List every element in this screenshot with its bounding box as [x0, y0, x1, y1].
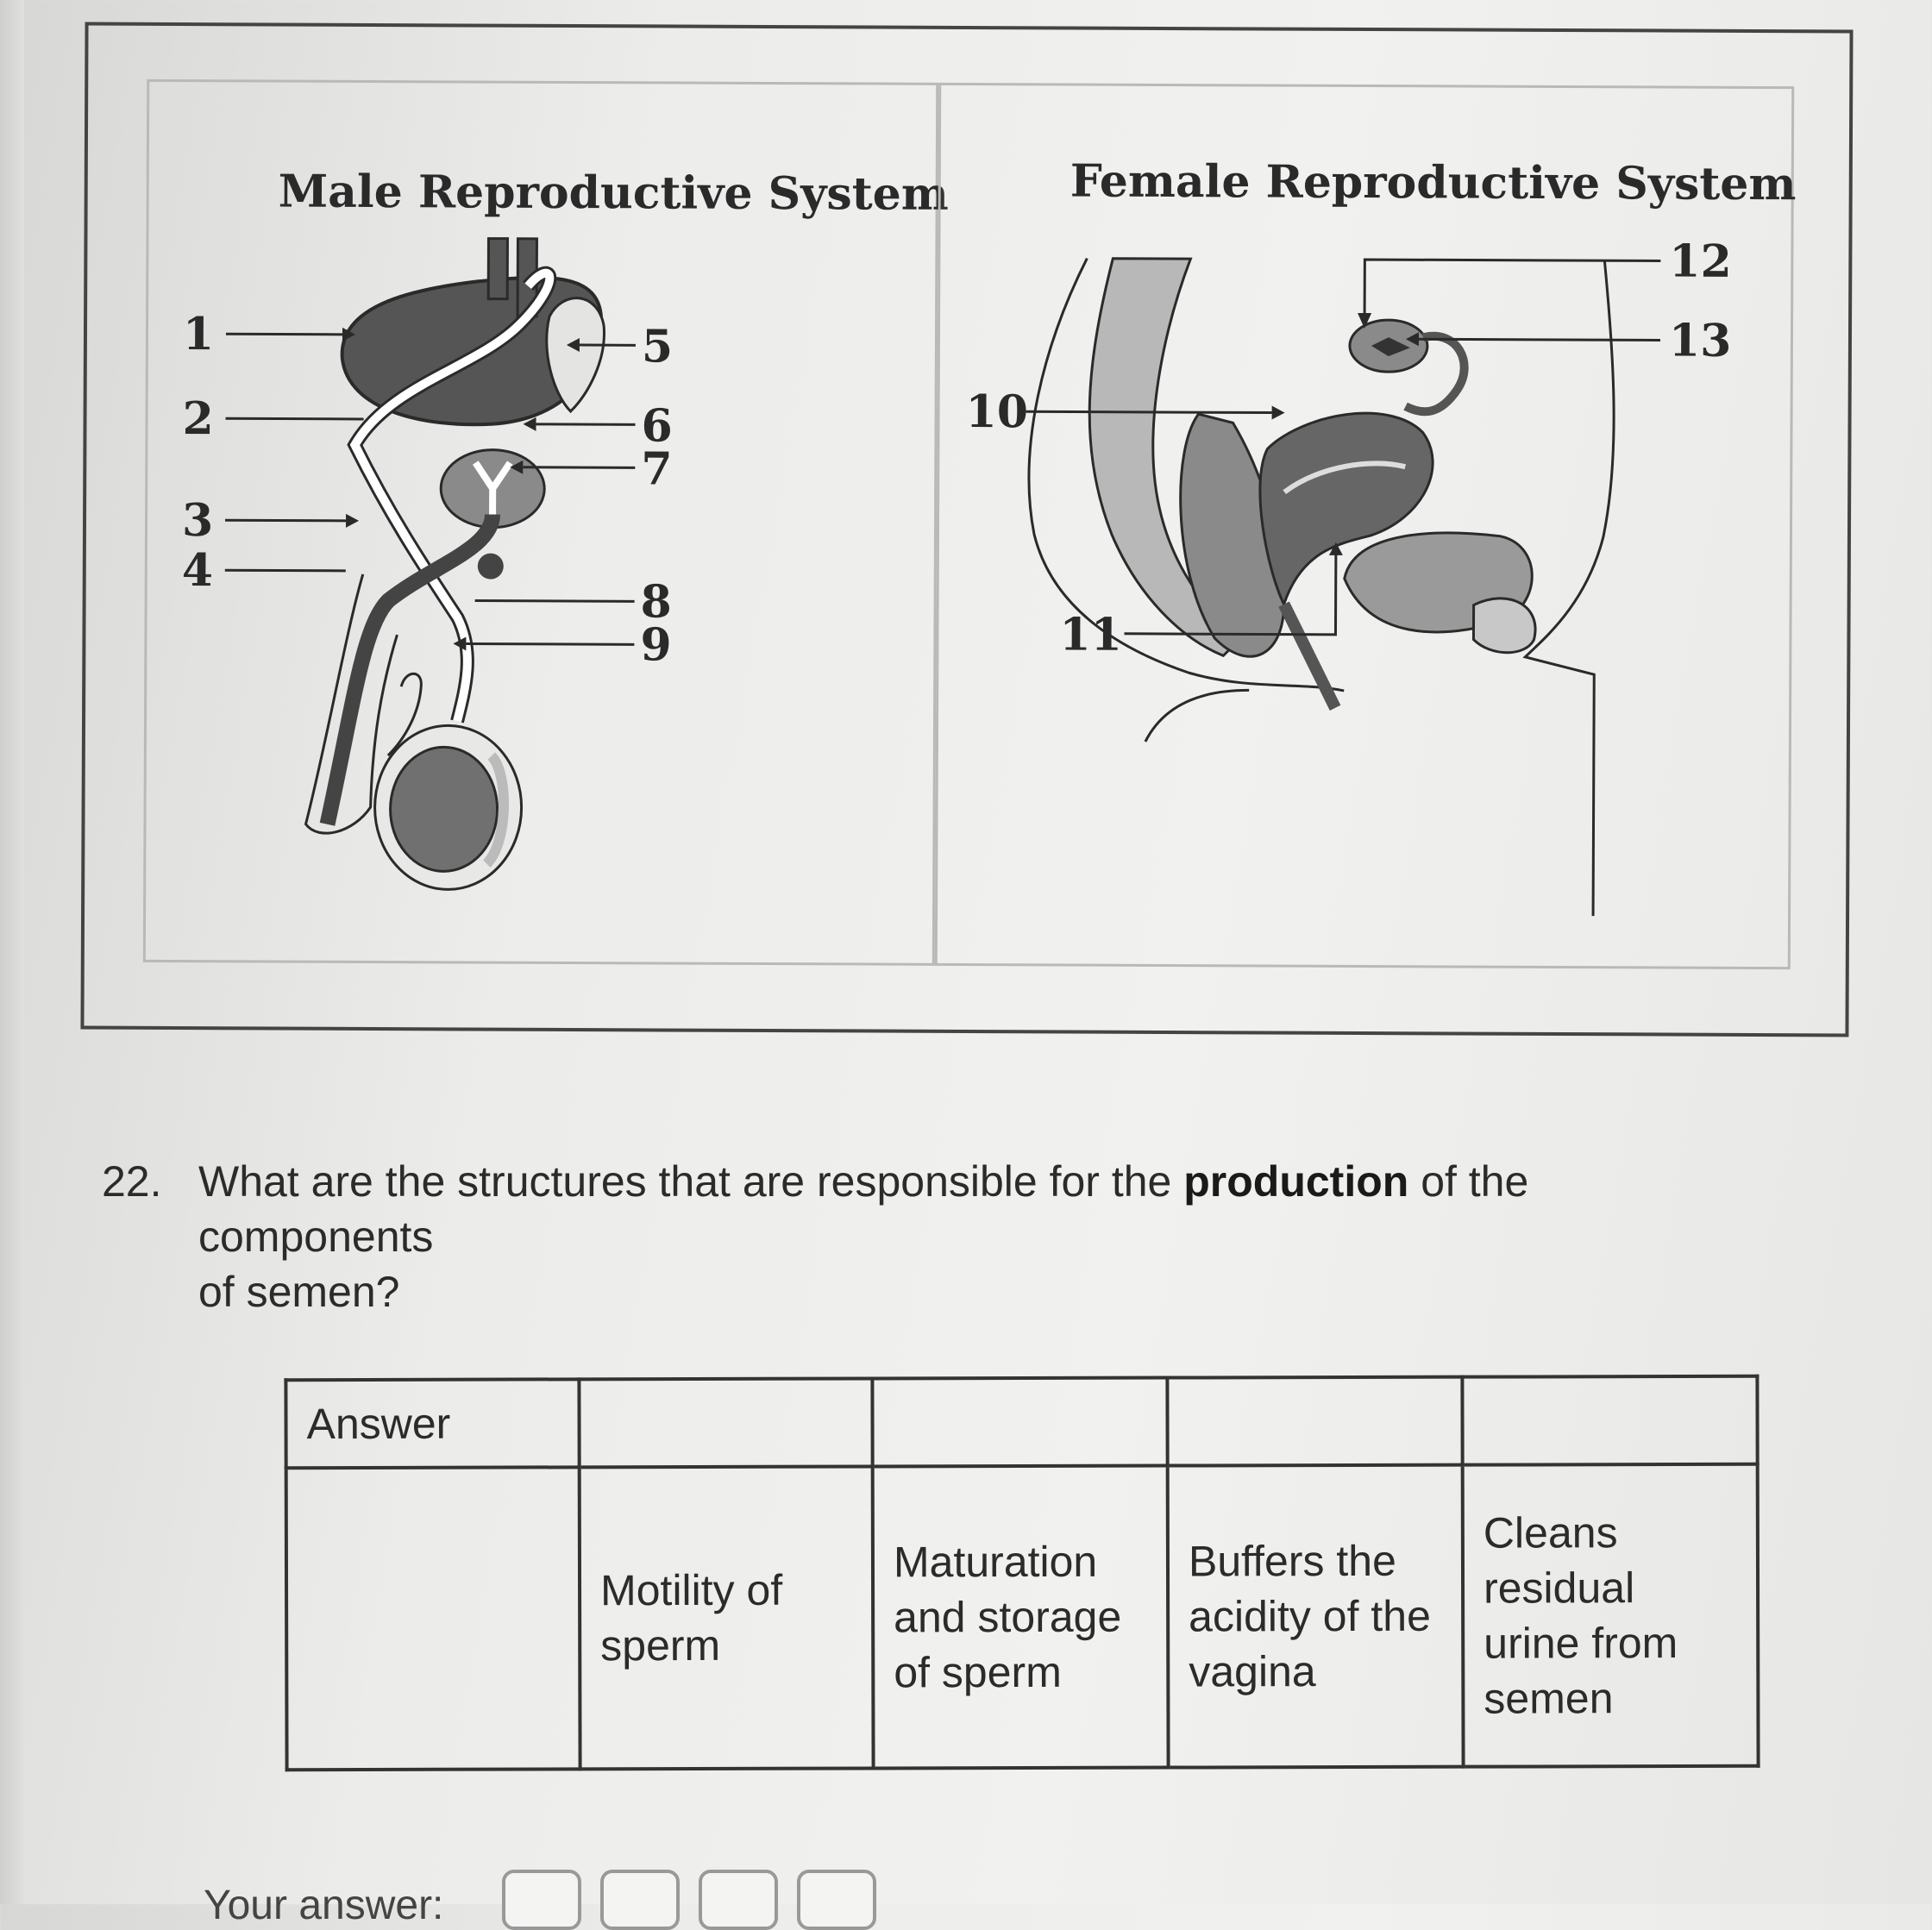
question-emphasis: production — [1183, 1157, 1408, 1206]
row-cell-motility: Motility of sperm — [580, 1466, 874, 1769]
question-text-start: What are the structures that are respons… — [198, 1157, 1183, 1206]
table-header-row: Answer — [285, 1376, 1757, 1468]
pubic-bone — [1473, 598, 1535, 653]
label-13: 13 — [1669, 315, 1732, 367]
answer-box-4[interactable] — [797, 1870, 876, 1930]
question-text-line2: components — [198, 1213, 433, 1261]
row-cell-cleans: Cleans residual urine from semen — [1463, 1464, 1759, 1767]
table-row: Motility of sperm Maturation and storage… — [286, 1464, 1759, 1770]
figure-box: Male Reproductive System — [80, 22, 1853, 1037]
pointer-9 — [466, 643, 634, 644]
label-3: 3 — [182, 494, 213, 547]
answer-box-2[interactable] — [600, 1870, 680, 1930]
paper-edge — [0, 0, 24, 1904]
label-9: 9 — [640, 618, 671, 671]
pointer-7 — [523, 467, 635, 468]
pointer-4 — [225, 570, 346, 571]
female-diagram: 10 11 12 13 — [938, 85, 1791, 967]
pointer-12 — [1364, 260, 1660, 316]
front-outline — [1524, 260, 1615, 916]
vagina-shape — [1283, 605, 1336, 708]
pointer-13 — [1419, 339, 1660, 340]
question-text-line3: of semen? — [198, 1268, 399, 1316]
answer-box-1[interactable] — [502, 1870, 581, 1930]
pointer-3 — [225, 520, 346, 521]
label-2: 2 — [182, 392, 213, 445]
row-cell-maturation: Maturation and storage of sperm — [873, 1466, 1169, 1769]
header-cell-3[interactable] — [872, 1378, 1167, 1467]
ureter-left — [488, 239, 507, 299]
pointer-1 — [226, 334, 342, 335]
pointer-6 — [536, 424, 636, 425]
row-cell-buffers: Buffers the acidity of the vagina — [1168, 1465, 1464, 1768]
pointer-8 — [475, 601, 635, 602]
label-10: 10 — [965, 385, 1028, 438]
header-cell-2[interactable] — [579, 1378, 872, 1467]
label-1: 1 — [183, 308, 214, 360]
header-cell-5[interactable] — [1462, 1376, 1757, 1465]
question-text-end: of the — [1408, 1157, 1528, 1206]
your-answer-label: Your answer: — [204, 1882, 443, 1929]
male-diagram: 1 2 3 4 5 6 7 8 9 — [146, 82, 936, 963]
buttock-outline — [1145, 690, 1249, 743]
answer-table: Answer Motility of sperm Maturation and … — [284, 1375, 1760, 1771]
pointer-2 — [226, 418, 364, 419]
header-cell-4[interactable] — [1167, 1377, 1462, 1466]
question-number: 22. — [102, 1154, 162, 1209]
label-12: 12 — [1669, 235, 1732, 288]
answer-box-3[interactable] — [699, 1870, 778, 1930]
bulbourethral-gland-shape — [478, 554, 504, 580]
label-4: 4 — [182, 544, 213, 597]
male-panel: Male Reproductive System — [143, 79, 938, 966]
label-5: 5 — [642, 320, 673, 373]
label-7: 7 — [641, 442, 672, 495]
question-text: What are the structures that are respons… — [198, 1154, 1734, 1319]
pointer-10 — [1026, 411, 1272, 412]
label-11: 11 — [1059, 608, 1122, 661]
header-cell-answer: Answer — [285, 1379, 579, 1468]
female-panel: Female Reproductive System — [935, 83, 1794, 969]
row-cell-1 — [286, 1467, 580, 1770]
testis-shape — [390, 747, 498, 872]
